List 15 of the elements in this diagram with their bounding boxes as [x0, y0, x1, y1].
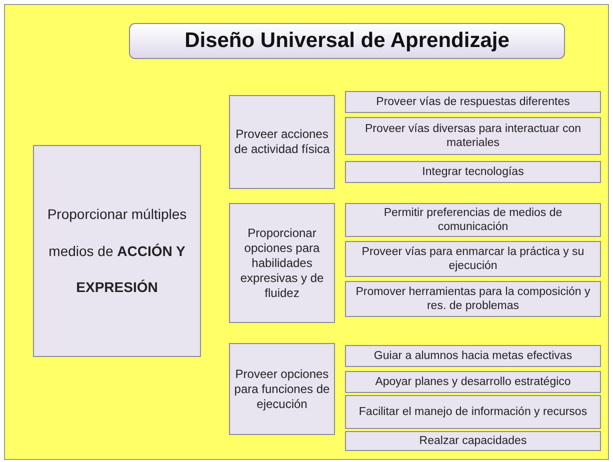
item-box: Proveer vías diversas para interactuar con materiales [345, 117, 601, 155]
main-box: Proporcionar múltiples medios de ACCIÓN Y EXPRESIÓN [33, 145, 201, 357]
item-box: Facilitar el manejo de información y recursos [345, 395, 601, 429]
item-box: Proveer vías para enmarcar la práctica y su ejecución [345, 241, 601, 277]
item-box: Proveer vías de respuestas diferentes [345, 91, 601, 113]
item-box: Promover herramientas para la composición y res. de problemas [345, 281, 601, 317]
item-box: Guiar a alumnos hacia metas efectivas [345, 345, 601, 367]
item-box: Integrar tecnologías [345, 161, 601, 183]
item-box: Realzar capacidades [345, 431, 601, 451]
category-box: Proveer opciones para funciones de ejecución [229, 343, 335, 435]
title-banner: Diseño Universal de Aprendizaje [129, 23, 565, 59]
category-box: Proporcionar opciones para habilidades expresivas y de fluidez [229, 203, 335, 323]
item-box: Permitir preferencias de medios de comunicación [345, 203, 601, 237]
category-box: Proveer acciones de actividad física [229, 95, 335, 189]
item-box: Apoyar planes y desarrollo estratégico [345, 371, 601, 393]
